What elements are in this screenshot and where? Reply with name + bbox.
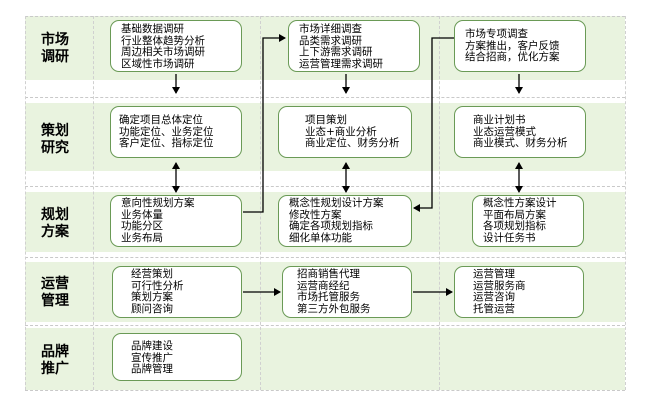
box-line: 品类需求调研 [299, 34, 362, 47]
box-line: 商业定位、财务分析 [305, 137, 400, 149]
box-line: 各项规划指标 [483, 220, 546, 232]
row-separator [25, 97, 625, 98]
box-concept-design: 概念性规划设计方案 修改性方案 确定各项规划指标 细化单体功能 [278, 195, 412, 247]
arrow-loop [243, 34, 286, 213]
box-line: 概念性规划设计方案 [289, 197, 384, 209]
box-line: 业务布局 [121, 231, 163, 244]
box-line: 概念性方案设计 [483, 197, 557, 209]
box-line: 结合招商，优化方案 [465, 51, 560, 63]
row-label-line: 方案 [41, 224, 69, 240]
row-separator [25, 186, 625, 187]
column-separator [625, 16, 626, 390]
box-detailed-research: 市场详细调查 品类需求调研 上下游需求调研 运营管理需求调研 [288, 20, 420, 72]
box-line: 周边相关市场调研 [121, 46, 205, 58]
box-line: 确定各项规划指标 [289, 220, 373, 232]
box-line: 业态+商业分析 [305, 125, 377, 138]
box-line: 修改性方案 [289, 208, 342, 221]
box-concept-scheme: 概念性方案设计 平面布局方案 各项规划指标 设计任务书 [472, 195, 584, 247]
row-separator [25, 325, 625, 326]
box-line: 确定项目总体定位 [119, 114, 203, 126]
row-label-operations: 运营 管理 [30, 276, 80, 310]
column-separator [93, 16, 94, 390]
box-line: 运营管理需求调研 [299, 57, 383, 70]
box-basic-research: 基础数据调研 行业整体趋势分析 周边相关市场调研 区域性市场调研 [110, 20, 242, 72]
row-label-line: 管理 [41, 293, 69, 309]
box-line: 基础数据调研 [121, 23, 184, 35]
column-separator [25, 16, 26, 390]
box-line: 业务体量 [121, 208, 163, 221]
box-line: 运营管理 [473, 268, 515, 280]
row-label-line: 市场 [41, 32, 69, 48]
box-line: 区域性市场调研 [121, 57, 195, 70]
row-label-brand: 品牌 推广 [30, 344, 80, 378]
box-overall-positioning: 确定项目总体定位 功能定位、业务定位 客户定位、指标定位 [110, 106, 242, 158]
box-intent-plan: 意向性规划方案 业务体量 功能分区 业务布局 [110, 195, 242, 247]
box-line: 设计任务书 [483, 231, 536, 244]
row-label-line: 研究 [41, 140, 69, 156]
box-line: 商业计划书 [473, 114, 526, 126]
box-line: 运营服务商 [473, 279, 526, 292]
column-separator [439, 16, 440, 390]
box-line: 客户定位、指标定位 [119, 137, 214, 149]
box-line: 项目策划 [305, 114, 347, 126]
row-separator [25, 390, 625, 391]
box-line: 可行性分析 [131, 279, 184, 292]
box-line: 功能分区 [121, 220, 163, 232]
box-line: 功能定位、业务定位 [119, 125, 214, 138]
box-line: 策划方案 [131, 291, 173, 303]
box-line: 意向性规划方案 [121, 197, 195, 209]
box-line: 经营策划 [131, 268, 173, 280]
column-separator [260, 16, 261, 390]
box-sales-agency: 招商销售代理 运营商经纪 市场托管服务 第三方外包服务 [282, 266, 412, 318]
row-label-market-research: 市场 调研 [30, 32, 80, 66]
arrow-loop [413, 37, 454, 212]
box-line: 市场专项调查 [465, 28, 528, 40]
box-line: 宣传推广 [131, 351, 173, 364]
box-project-planning: 项目策划 业态+商业分析 商业定位、财务分析 [278, 106, 412, 158]
box-line: 市场托管服务 [297, 291, 360, 303]
box-line: 运营商经纪 [297, 279, 350, 292]
box-business-plan: 商业计划书 业态运营模式 商业模式、财务分析 [454, 106, 586, 158]
row-label-line: 调研 [41, 49, 69, 65]
row-label-planning-research: 策划 研究 [30, 123, 80, 157]
box-line: 上下游需求调研 [299, 46, 373, 58]
row-label-line: 品牌 [41, 344, 69, 360]
row-label-line: 运营 [41, 276, 69, 292]
box-line: 行业整体趋势分析 [121, 34, 205, 47]
row-separator [25, 16, 625, 17]
box-line: 平面布局方案 [483, 208, 546, 221]
box-special-research: 市场专项调查 方案推出，客户反馈 结合招商，优化方案 [454, 20, 586, 72]
row-label-line: 策划 [41, 123, 69, 139]
box-line: 运营咨询 [473, 291, 515, 303]
row-label-planning-scheme: 规划 方案 [30, 207, 80, 241]
box-line: 市场详细调查 [299, 23, 362, 35]
box-line: 招商销售代理 [297, 268, 360, 280]
box-operations-management: 运营管理 运营服务商 运营咨询 托管运营 [454, 266, 584, 318]
box-line: 托管运营 [473, 302, 515, 315]
row-label-line: 规划 [41, 207, 69, 223]
box-line: 方案推出，客户反馈 [465, 39, 560, 52]
box-line: 顾问咨询 [131, 302, 173, 315]
box-line: 商业模式、财务分析 [473, 137, 568, 149]
box-line: 品牌建设 [131, 340, 173, 352]
row-separator [25, 257, 625, 258]
box-line: 品牌管理 [131, 363, 173, 375]
box-brand-building: 品牌建设 宣传推广 品牌管理 [112, 333, 242, 381]
box-line: 业态运营模式 [473, 125, 536, 138]
row-label-line: 推广 [41, 361, 69, 377]
box-line: 细化单体功能 [289, 231, 352, 244]
box-business-strategy: 经营策划 可行性分析 策划方案 顾问咨询 [112, 266, 242, 318]
box-line: 第三方外包服务 [297, 302, 371, 315]
